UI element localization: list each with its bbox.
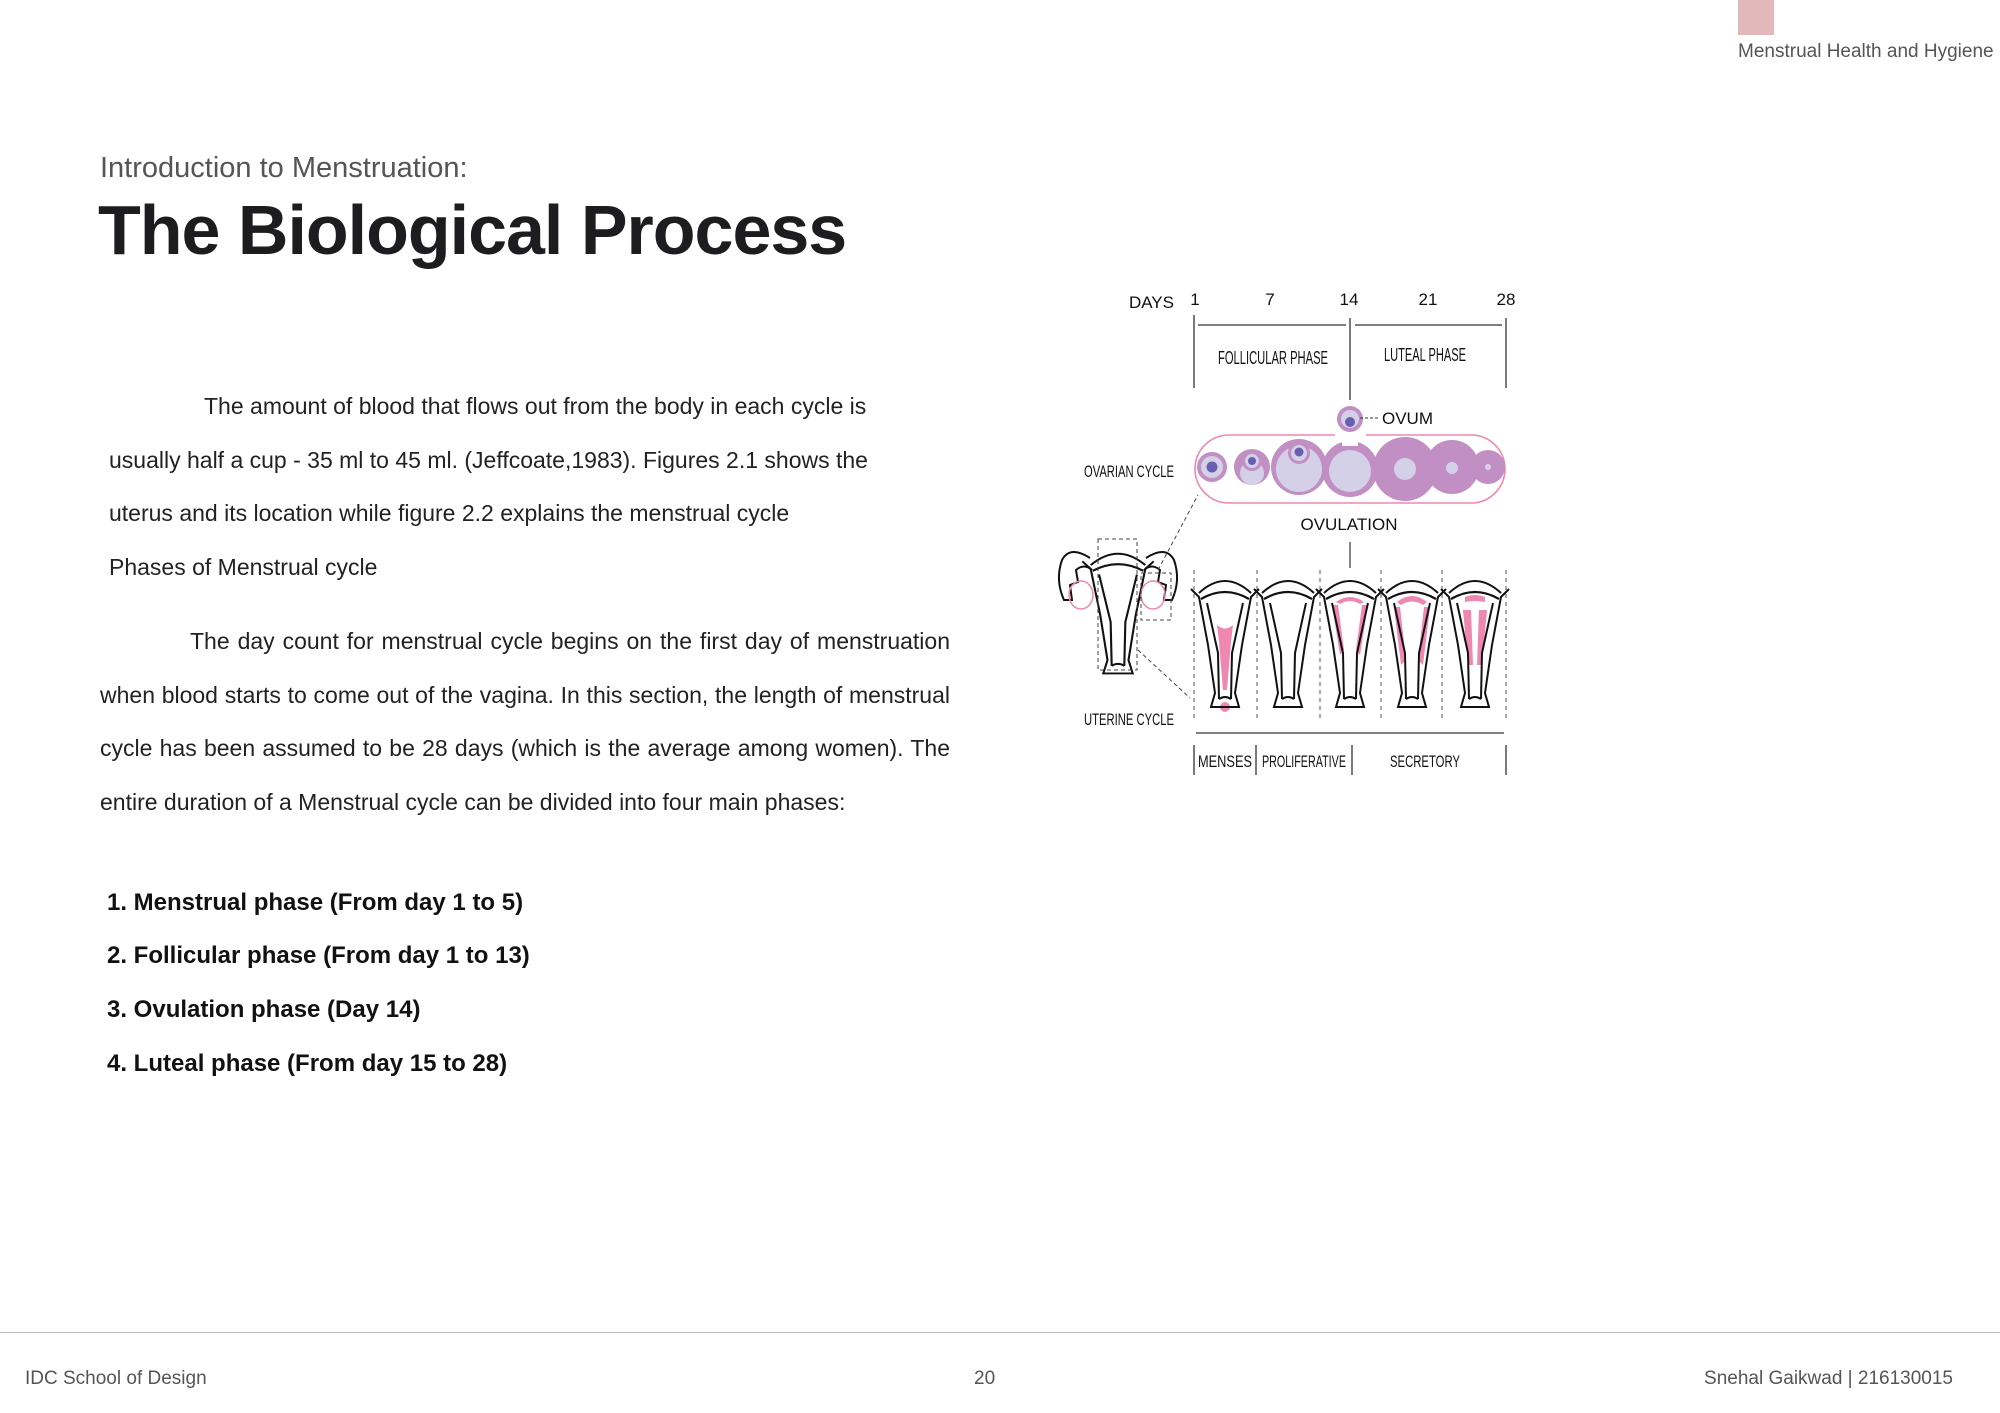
paragraph-line: uterus and its location while figure 2.2… [109,500,790,526]
menstrual-cycle-figure: DAYS 1 7 14 21 28 FOLLICULAR PHASE LUTEA… [1058,290,1516,775]
day-tick: 14 [1340,290,1359,309]
stage-brackets [1193,732,1507,775]
header-accent-square [1738,0,1774,35]
uterus-anatomy-illustration [1058,494,1199,699]
page-number: 20 [974,1368,996,1389]
paragraph-line: The amount of blood that flows out from … [204,393,867,419]
proliferative-label: PROLIFERATIVE [1262,752,1346,771]
page-subtitle: Introduction to Menstruation: [100,152,468,184]
menses-label: MENSES [1198,752,1252,771]
stage-separators [1193,570,1507,720]
days-label: DAYS [1129,293,1174,312]
follicle-icons [1197,437,1505,501]
day-tick: 28 [1497,290,1516,309]
paragraph-line: usually half a cup - 35 ml to 45 ml. (Je… [109,447,868,473]
body-paragraph: The day count for menstrual cycle begins… [100,615,950,829]
day-tick: 1 [1190,290,1199,309]
phase-list-item: 3. Ovulation phase (Day 14) [107,996,421,1023]
secretory-label: SECRETORY [1390,752,1460,771]
uterine-cycle-label: UTERINE CYCLE [1084,710,1174,729]
ovum-icon [1337,406,1363,432]
ovulation-label: OVULATION [1301,515,1398,534]
paragraph-text: The day count for menstrual cycle begins… [100,628,950,815]
ovarian-cycle-label: OVARIAN CYCLE [1084,462,1174,481]
paragraph-line: Phases of Menstrual cycle [109,554,378,580]
follicular-phase-label: FOLLICULAR PHASE [1218,348,1328,368]
footer-divider [0,1332,2000,1333]
day-tick: 7 [1265,290,1274,309]
phase-list-item: 1. Menstrual phase (From day 1 to 5) [107,889,524,916]
ovary-outline [1194,434,1506,504]
phase-list-item: 4. Luteal phase (From day 15 to 28) [107,1050,508,1077]
day-tick: 21 [1419,290,1438,309]
running-header: Menstrual Health and Hygiene [1738,41,1994,62]
phase-list-item: 2. Follicular phase (From day 1 to 13) [107,942,530,969]
luteal-phase-label: LUTEAL PHASE [1384,345,1466,365]
ovum-label: OVUM [1382,409,1433,428]
endometrium-stages [1189,579,1511,712]
phase-brackets [1193,315,1507,400]
page-title: The Biological Process [98,191,847,269]
footer-institution: IDC School of Design [25,1368,207,1389]
footer-author: Snehal Gaikwad | 216130015 [1704,1368,1953,1389]
